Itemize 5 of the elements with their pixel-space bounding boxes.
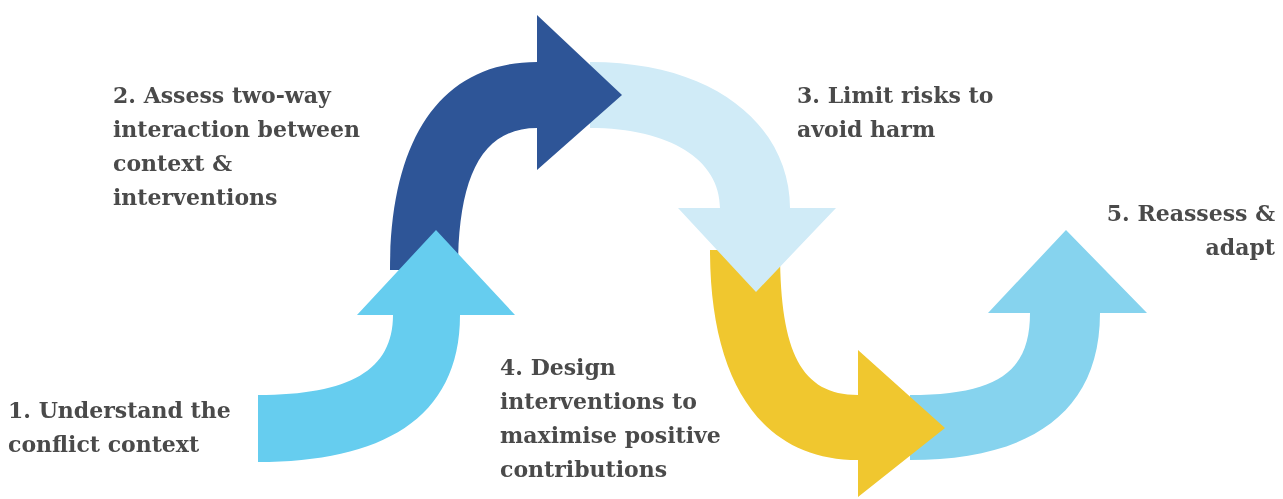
step-label: 5. Reassess & adapt xyxy=(1105,199,1275,262)
step-label: 3. Limit risks to avoid harm xyxy=(797,81,995,144)
step-label: 2. Assess two-way interaction between context & interventions xyxy=(113,81,362,212)
step-label: 1. Understand the conflict context xyxy=(8,396,232,459)
step-label: 4. Design interventions to maximise positive contributions xyxy=(500,353,722,484)
